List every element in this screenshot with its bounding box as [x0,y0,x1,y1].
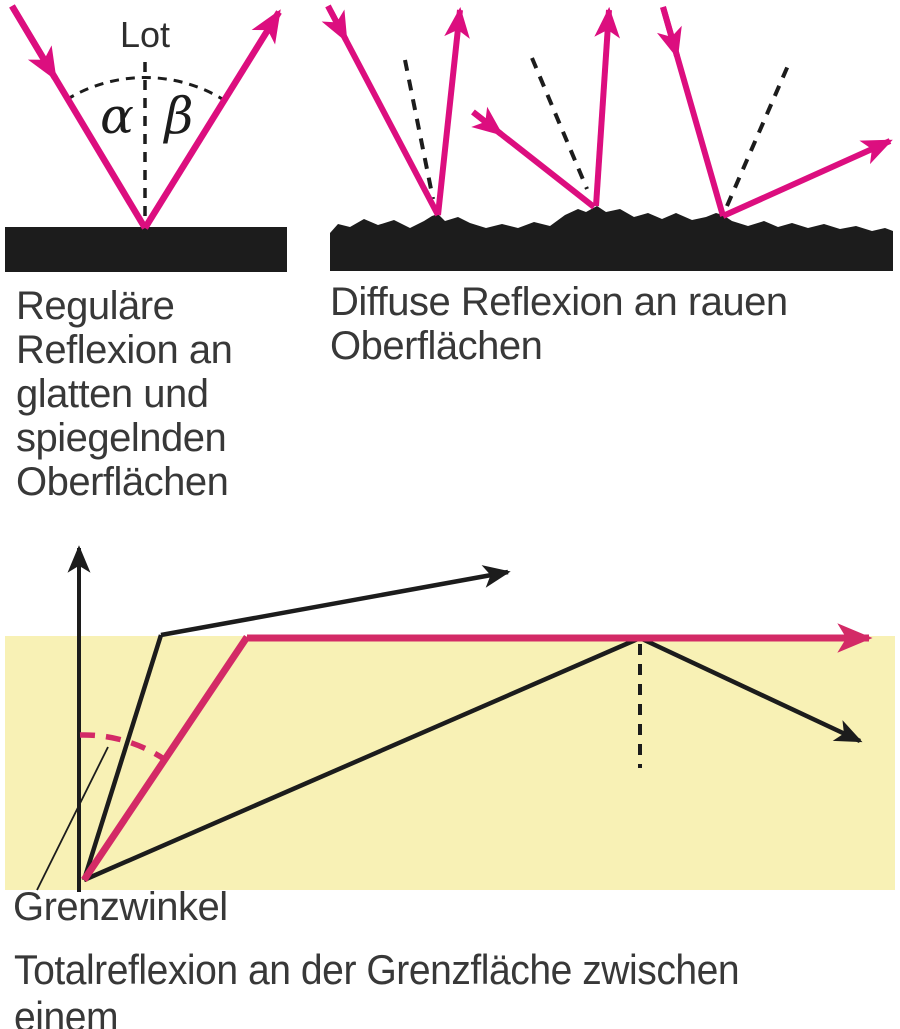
normal-dashed-line [725,60,792,207]
smooth-surface-bar [5,227,287,272]
normal-dashed-line [530,57,589,190]
total-reflection-diagram [5,545,895,892]
caption-diffuse-reflection: Diffuse Reflexion an rauen Oberflächen [330,280,788,368]
angle-beta-label: β [163,87,194,145]
incident-ray-refracted [81,634,164,881]
normal-dashed-line [403,59,435,200]
diffuse-reflection-diagram [321,4,893,271]
reflected-ray [142,9,282,230]
regular-reflection-diagram: Lot α β [5,4,287,272]
incident-ray-arrowhead-segment [471,106,504,137]
reflected-ray [721,138,893,219]
grenzwinkel-label: Grenzwinkel [13,885,228,929]
critical-angle-arc [79,732,166,762]
denser-medium [5,636,895,890]
totally-reflected-ray [639,635,863,744]
reflected-ray [593,6,621,207]
refracted-ray [160,565,511,638]
critical-angle-ray [81,635,250,882]
incident-ray-arrowhead-segment [657,6,682,59]
reflected-ray [435,6,470,216]
caption-total-reflection: Totalreflexion an der Grenzfläche zwisch… [14,946,740,1029]
incident-ray-arrowhead-segment [321,4,349,43]
angle-arc [65,76,225,102]
label-leader-line [36,746,109,891]
angle-alpha-label: α [100,87,134,145]
rough-surface [330,206,893,271]
incident-ray-total [83,635,641,883]
caption-regular-reflection: Reguläre Reflexion an glatten und spiege… [16,284,233,504]
normal-label: Lot [120,14,170,55]
incident-ray-arrowhead-segment [9,4,58,81]
